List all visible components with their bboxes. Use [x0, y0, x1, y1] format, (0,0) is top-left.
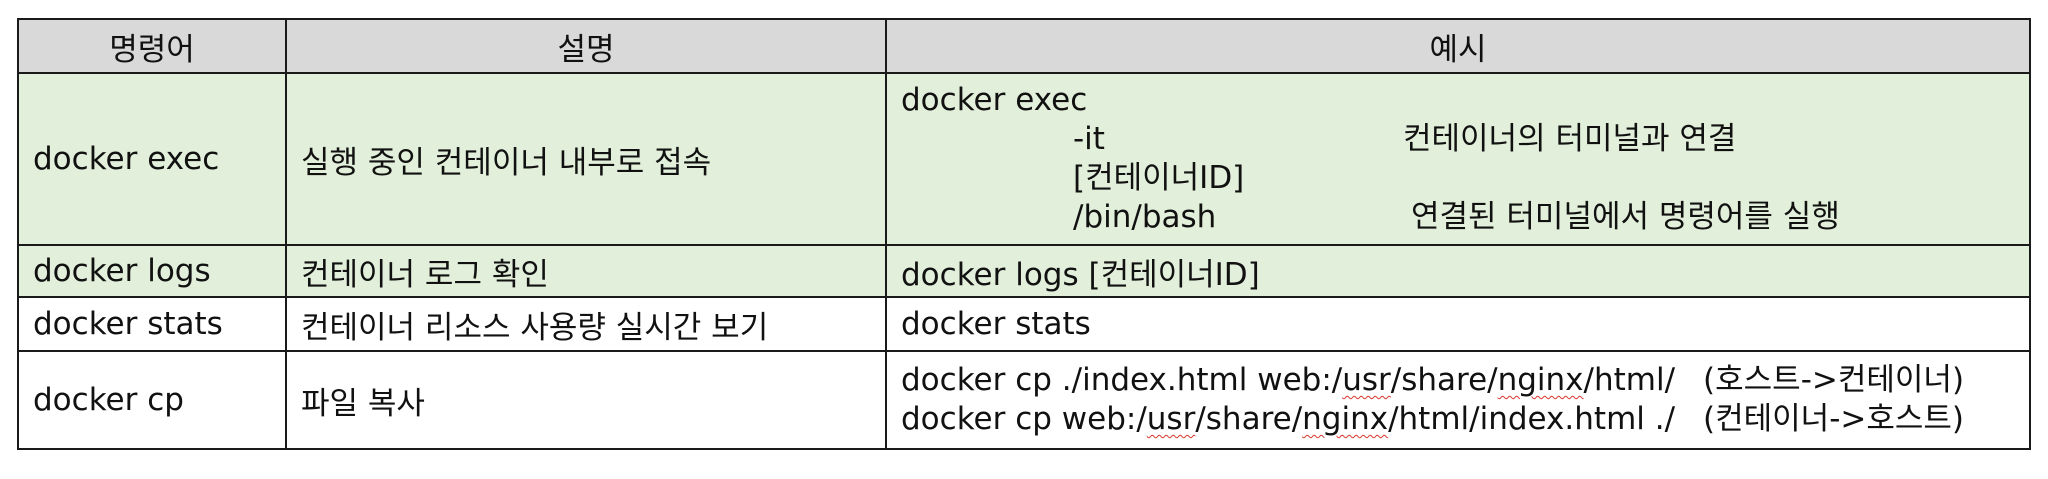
example-note: 컨테이너의 터미널과 연결 [1403, 121, 1737, 157]
header-row: 명령어 설명 예시 [17, 18, 2031, 74]
docker-commands-table: 명령어 설명 예시 docker exec 실행 중인 컨테이너 내부로 접속 … [17, 18, 2031, 450]
example-note: (컨테이너->호스트) [1703, 401, 1965, 437]
example-text: /share/ [1195, 401, 1303, 437]
example-cell: docker logs [컨테이너ID] [885, 244, 2031, 298]
header-description: 설명 [285, 18, 887, 74]
example-line: docker cp ./index.html web:/usr/share/ng… [901, 361, 2015, 400]
command-cell: docker logs [17, 244, 287, 298]
example-text: docker cp web:/ [901, 401, 1147, 437]
table-row: docker exec 실행 중인 컨테이너 내부로 접속 docker exe… [17, 72, 2031, 246]
description-cell: 컨테이너 로그 확인 [285, 244, 887, 298]
example-cell: docker stats [885, 296, 2031, 352]
example-note: (호스트->컨테이너) [1703, 362, 1965, 398]
table-row: docker cp 파일 복사 docker cp ./index.html w… [17, 350, 2031, 450]
example-line: docker cp web:/usr/share/nginx/html/inde… [901, 400, 2015, 439]
example-arg: -it [1073, 121, 1105, 157]
description-cell: 실행 중인 컨테이너 내부로 접속 [285, 72, 887, 246]
example-note: 연결된 터미널에서 명령어를 실행 [1411, 199, 1840, 235]
example-cell: docker exec -it 컨테이너의 터미널과 연결 [컨테이너ID] /… [885, 72, 2031, 246]
example-text: /share/ [1390, 362, 1498, 398]
example-text: /html/index.html ./ [1388, 401, 1676, 437]
example-text: docker cp ./index.html web:/ [901, 362, 1343, 398]
example-text: usr [1146, 401, 1196, 437]
command-cell: docker cp [17, 350, 287, 450]
table-row: docker stats 컨테이너 리소스 사용량 실시간 보기 docker … [17, 296, 2031, 352]
command-cell: docker stats [17, 296, 287, 352]
command-cell: docker exec [17, 72, 287, 246]
example-head: docker exec [901, 82, 1088, 118]
description-cell: 컨테이너 리소스 사용량 실시간 보기 [285, 296, 887, 352]
header-command: 명령어 [17, 18, 287, 74]
table-row: docker logs 컨테이너 로그 확인 docker logs [컨테이너… [17, 244, 2031, 298]
example-text: usr [1342, 362, 1391, 398]
example-arg: [컨테이너ID] [1073, 160, 1245, 196]
example-arg-line: -it 컨테이너의 터미널과 연결 [901, 120, 2015, 159]
example-arg-line: [컨테이너ID] [901, 159, 2015, 198]
header-example: 예시 [885, 18, 2031, 74]
description-cell: 파일 복사 [285, 350, 887, 450]
example-text: nginx [1302, 401, 1389, 437]
example-text: nginx [1497, 362, 1584, 398]
example-text: /html/ [1583, 362, 1676, 398]
example-cell: docker cp ./index.html web:/usr/share/ng… [885, 350, 2031, 450]
example-arg-line: /bin/bash 연결된 터미널에서 명령어를 실행 [901, 198, 2015, 237]
example-arg: /bin/bash [1073, 199, 1217, 235]
